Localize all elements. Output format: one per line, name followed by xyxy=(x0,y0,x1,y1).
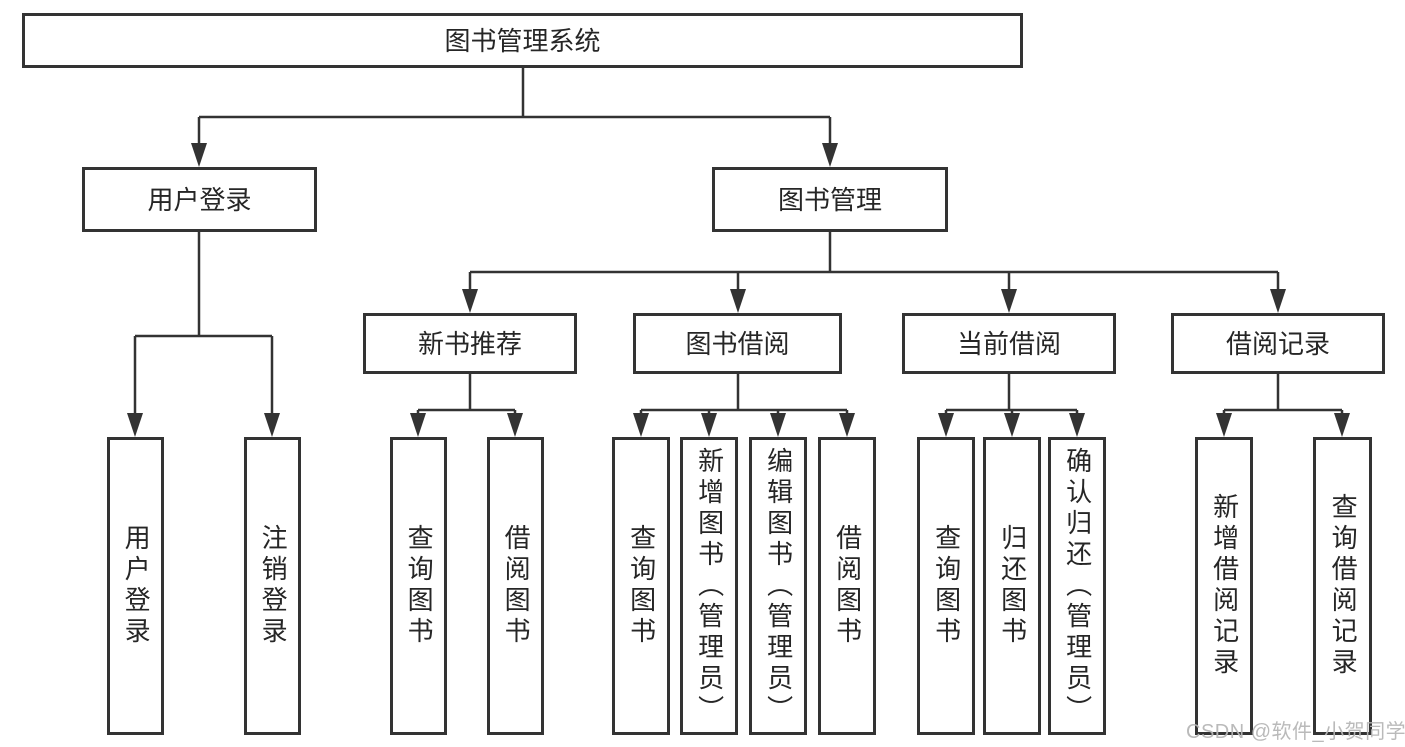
leaf-add-borrow-record-label: 新增借阅记录 xyxy=(1209,493,1240,679)
edge-recommend-to-leaves xyxy=(416,374,517,418)
leaf-user-login-label: 用户登录 xyxy=(121,524,152,648)
leaf-query-books-recommend: 查询图书 xyxy=(390,437,447,735)
leaf-query-borrow-record-label: 查询借阅记录 xyxy=(1328,493,1359,679)
leaf-confirm-return-admin-label: 确认归还（管理员） xyxy=(1062,446,1093,726)
arrow-down-icon xyxy=(1069,413,1085,437)
leaf-edit-books-admin: 编辑图书（管理员） xyxy=(749,437,807,735)
node-root-label: 图书管理系统 xyxy=(444,25,601,56)
arrow-down-icon xyxy=(839,413,855,437)
leaf-query-books-current-label: 查询图书 xyxy=(931,524,962,648)
leaf-query-borrow-record: 查询借阅记录 xyxy=(1313,437,1372,735)
edge-borrowing-to-leaves xyxy=(639,374,849,418)
leaf-confirm-return-admin: 确认归还（管理员） xyxy=(1048,437,1106,735)
arrow-down-icon xyxy=(1216,413,1232,437)
leaf-user-login: 用户登录 xyxy=(107,437,164,735)
arrow-down-icon xyxy=(938,413,954,437)
node-new-book-recommend-label: 新书推荐 xyxy=(417,328,522,359)
node-book-borrowing: 图书借阅 xyxy=(633,313,842,374)
leaf-add-books-admin: 新增图书（管理员） xyxy=(680,437,738,735)
node-borrowing-records-label: 借阅记录 xyxy=(1225,328,1330,359)
arrow-down-icon xyxy=(633,413,649,437)
arrow-down-icon xyxy=(410,413,426,437)
leaf-add-borrow-record: 新增借阅记录 xyxy=(1195,437,1253,735)
arrow-down-icon xyxy=(730,289,746,313)
arrow-down-icon xyxy=(1004,413,1020,437)
arrow-down-icon xyxy=(462,289,478,313)
arrow-down-icon xyxy=(507,413,523,437)
node-user-login: 用户登录 xyxy=(82,167,317,232)
node-user-login-label: 用户登录 xyxy=(147,184,252,215)
arrow-down-icon xyxy=(1270,289,1286,313)
arrow-down-icon xyxy=(191,143,207,167)
node-root: 图书管理系统 xyxy=(22,13,1023,68)
leaf-borrow-books-recommend: 借阅图书 xyxy=(487,437,544,735)
node-book-borrowing-label: 图书借阅 xyxy=(685,328,790,359)
node-current-borrowing-label: 当前借阅 xyxy=(956,328,1061,359)
leaf-borrow-books-borrowing: 借阅图书 xyxy=(818,437,876,735)
node-new-book-recommend: 新书推荐 xyxy=(363,313,577,374)
leaf-query-books-borrowing: 查询图书 xyxy=(612,437,670,735)
edge-root-to-level2 xyxy=(197,68,832,146)
arrow-down-icon xyxy=(770,413,786,437)
node-book-management-label: 图书管理 xyxy=(777,184,882,215)
arrow-down-icon xyxy=(822,143,838,167)
edge-userlogin-to-leaves xyxy=(133,232,274,416)
node-current-borrowing: 当前借阅 xyxy=(902,313,1116,374)
leaf-add-books-admin-label: 新增图书（管理员） xyxy=(694,446,725,726)
leaf-query-books-recommend-label: 查询图书 xyxy=(404,524,435,648)
leaf-query-books-borrowing-label: 查询图书 xyxy=(626,524,657,648)
arrow-down-icon xyxy=(1334,413,1350,437)
edge-records-to-leaves xyxy=(1222,374,1344,418)
leaf-return-books: 归还图书 xyxy=(983,437,1041,735)
arrow-down-icon xyxy=(127,413,143,437)
leaf-logout: 注销登录 xyxy=(244,437,301,735)
node-book-management: 图书管理 xyxy=(712,167,948,232)
node-borrowing-records: 借阅记录 xyxy=(1171,313,1385,374)
leaf-return-books-label: 归还图书 xyxy=(997,524,1028,648)
leaf-edit-books-admin-label: 编辑图书（管理员） xyxy=(763,446,794,726)
csdn-watermark: CSDN @软件_小贺同学 xyxy=(1186,721,1405,743)
leaf-logout-label: 注销登录 xyxy=(258,524,289,648)
edge-bookmgmt-to-level3 xyxy=(468,232,1280,292)
arrowheads xyxy=(127,143,1350,437)
arrow-down-icon xyxy=(1001,289,1017,313)
leaf-borrow-books-recommend-label: 借阅图书 xyxy=(501,524,532,648)
leaf-borrow-books-borrowing-label: 借阅图书 xyxy=(832,524,863,648)
leaf-query-books-current: 查询图书 xyxy=(917,437,975,735)
arrow-down-icon xyxy=(701,413,717,437)
edge-current-to-leaves xyxy=(944,374,1079,418)
arrow-down-icon xyxy=(264,413,280,437)
